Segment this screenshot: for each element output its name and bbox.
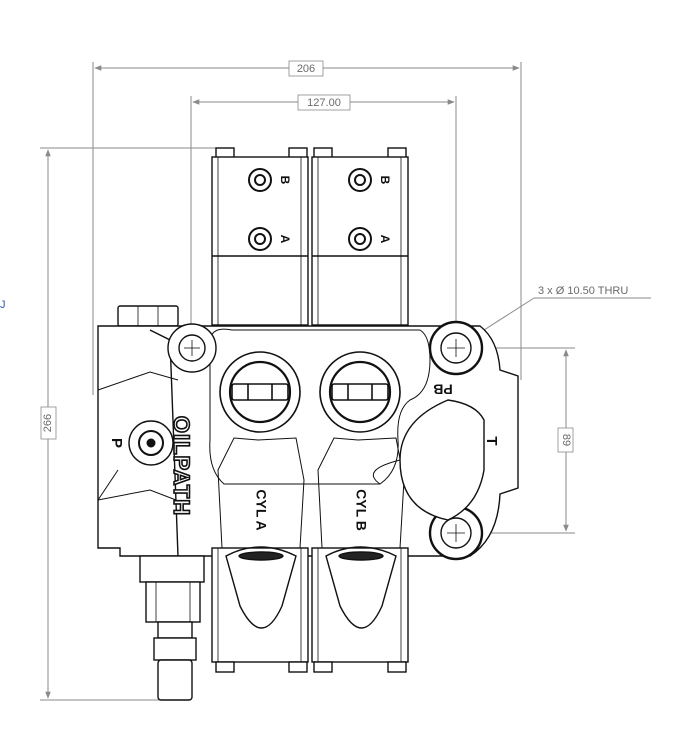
section1-a-label: A: [278, 235, 292, 244]
ab-port-markers: [248, 168, 372, 251]
section2-a-label: A: [378, 235, 392, 244]
overall-height-label: 266: [42, 414, 54, 432]
lower-housing-2: [311, 547, 409, 663]
hole-callout-label: 3 x Ø 10.50 THRU: [538, 285, 628, 297]
dimension-labels: 206 127.00 266 89 3 x Ø 10.50 THRU J: [0, 60, 628, 453]
pressure-port: [128, 420, 174, 466]
pressure-port-label: P: [108, 438, 125, 448]
inlet-plug: [117, 305, 179, 327]
cyl-a-label: CYL A: [253, 489, 269, 530]
section1-b-label: B: [278, 176, 292, 185]
hole-spacing-label: 89: [560, 434, 572, 446]
brand-logo-text: OILPATH: [169, 416, 194, 516]
port-span-label: 127.00: [307, 97, 341, 109]
tank-port-recess: [399, 399, 485, 521]
section2-b-label: B: [378, 176, 392, 185]
cyl-b-label: CYL B: [353, 489, 369, 531]
work-port-openings: [219, 351, 401, 433]
mounting-holes: [167, 320, 484, 561]
edge-fragment-text: J: [0, 299, 6, 311]
overall-width-label: 206: [297, 63, 315, 75]
port-labels: B A B A P PB T CYL A CYL B OILPATH: [108, 176, 500, 531]
tank-port-label: T: [483, 436, 500, 445]
power-beyond-label: PB: [433, 381, 452, 397]
